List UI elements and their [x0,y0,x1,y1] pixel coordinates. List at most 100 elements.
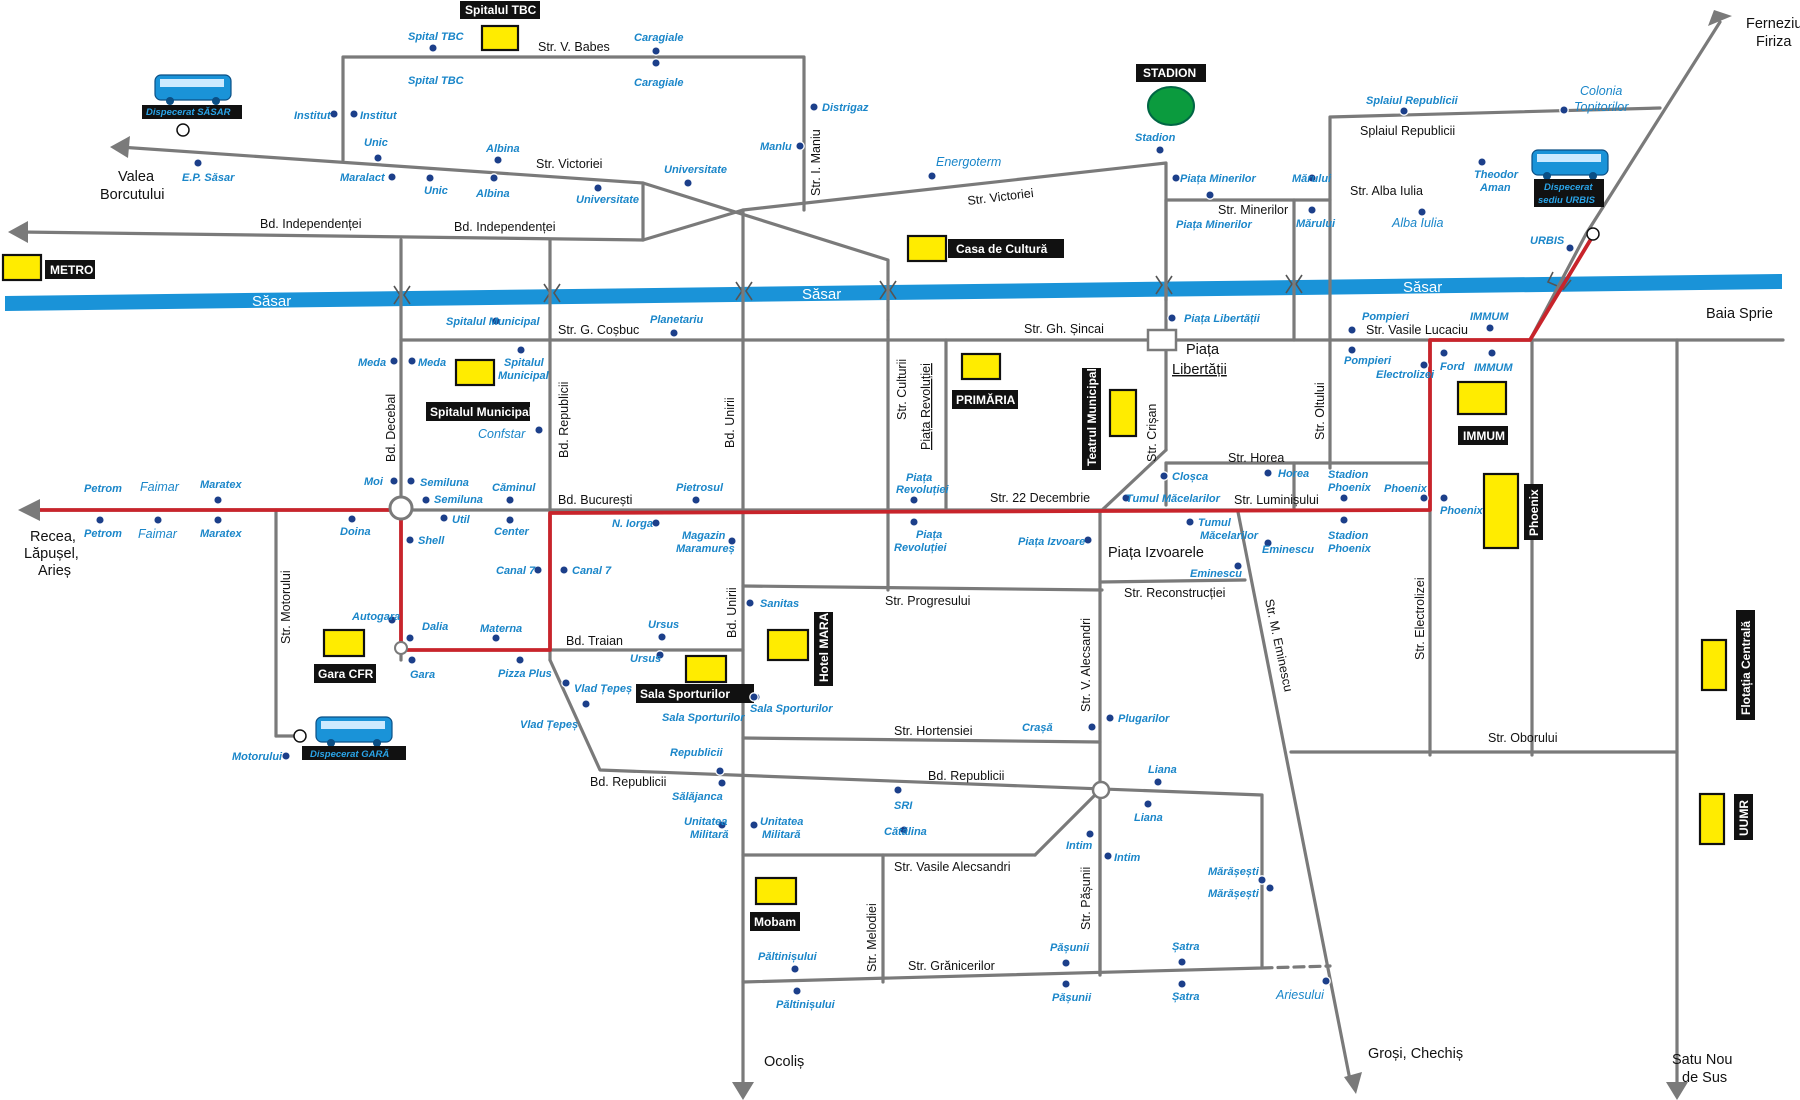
stop-label: Util [452,514,471,526]
stop-label: Materna [480,623,522,635]
street-label: Str. Hortensiei [894,724,973,738]
dispatcher-label: Dispecerat [1544,182,1593,193]
stop-label: Maratex [200,528,242,540]
river-sasar [5,274,1782,311]
dispatcher-label: Dispecerat GARĂ [310,748,389,760]
landmark-tag [948,239,1064,258]
landmark-tag [426,402,530,421]
stop-label: Institut [360,110,398,122]
street-label: Bd. Unirii [723,397,737,448]
street-label: Str. Motorului [279,570,293,644]
street-label: Bd. Traian [566,634,623,648]
landmark-label: Casa de Cultură [956,242,1048,256]
stop-label: Cătălina [884,826,927,838]
street-label: Str. Victoriei [967,186,1035,208]
street-label: Str. Vasile Alecsandri [894,860,1011,874]
stop-label: Mărului [1292,173,1332,185]
destination-label: Ocoliș [764,1054,804,1070]
landmark-box [322,628,366,658]
roundabout-icon [388,495,414,521]
stop-label: Phoenix [1328,482,1372,494]
stop-label: Semiluna [434,494,483,506]
street-label: Str. Gh. Șincai [1024,322,1104,336]
landmarks: Spitalul TBC STADION Casa de Cultură MET… [1,1,1755,931]
stop-label: Stadion [1328,469,1369,481]
street-label: Bd. Independenței [260,217,361,231]
landmark-tag [1458,426,1508,445]
landmark-tag [45,260,95,279]
landmark-box [684,654,728,684]
stop-label: Center [494,526,530,538]
landmark-label: Hotel MARA [817,612,831,682]
stop-label: Unic [424,185,448,197]
stop-label: Intim [1066,840,1092,852]
river-label: Săsar [252,293,291,310]
stop-label: Colonia [1580,84,1622,98]
stop-label: Caragiale [634,77,684,89]
stop-label: Maramureș [676,543,735,555]
stop-label: Vlad Țepeș [574,683,632,695]
stop-label: Șatra [1172,941,1200,953]
bus-route [35,233,1596,652]
street-label: Str. Electrolizei [1413,577,1427,660]
square-icon [1146,328,1178,352]
dispatcher-label: sediu URBIS [1538,195,1596,206]
stop-label: Aman [1479,182,1511,194]
street-label: Bd. Decebal [384,394,398,462]
depot-marker [176,123,190,137]
stop-label: Electrolizei [1376,369,1435,381]
stop-label: Maralact [340,172,386,184]
stop-label: Confstar [478,427,526,441]
stop-label: Sălăjanca [672,791,723,803]
stop-label: Doina [340,526,371,538]
stop-label: Revoluției [896,484,950,496]
landmark-box [1456,380,1508,416]
stop-label: URBIS [1530,235,1565,247]
stop-label: Canal 7 [496,565,536,577]
stop-label: Sala Sporturilor [750,703,833,715]
landmark-tag [952,390,1018,409]
stop-label: Liana [1134,812,1163,824]
stop-label: Piața [906,472,932,484]
stop-label: Ursus [648,619,679,631]
street-label: Bd. Unirii [725,587,739,638]
stop-label: Mărășești [1208,866,1260,878]
landmark-label: IMMUM [1463,429,1505,443]
stop-label: Universitate [664,164,727,176]
landmark-label: Sala Sporturilor [640,687,730,701]
destination-label: Satu Nou [1672,1052,1732,1068]
stop-label: Spital TBC [408,75,465,87]
stop-label: Unitatea [760,816,803,828]
stop-label: Pietrosul [676,482,724,494]
stop-label: Sala Sporturilor [662,712,745,724]
stadium-icon [1147,86,1195,126]
stop-label: Spitalul [504,357,545,369]
stop-label: Păltinișului [776,999,836,1011]
landmark-label: PRIMĂRIA [956,392,1016,407]
stop-label: Faimar [138,527,178,541]
landmark-box [1,253,43,282]
stop-label: Eminescu [1190,568,1242,580]
landmark-tag [1736,610,1755,720]
landmark-box [454,358,496,387]
landmark-label: STADION [1143,66,1196,80]
destination-label: Ferneziu [1746,16,1800,32]
landmark-tag [1734,794,1753,840]
stop-label: Magazin [682,530,726,542]
landmark-tag [1524,484,1543,540]
stop-label: Autogara [351,611,400,623]
stop-label: IMMUM [1470,311,1509,323]
street-label: Str. 22 Decembrie [990,491,1090,505]
destination-label: Arieș [38,563,71,579]
landmark-label: Phoenix [1527,489,1541,536]
street-label: Str. Horea [1228,451,1284,465]
stop-label: Alba Iulia [1391,216,1443,230]
landmark-box [480,24,520,52]
destination-label: Valea [118,169,155,185]
landmark-label: Teatrul Municipal [1085,368,1099,466]
stop-label: Pizza Plus [498,668,552,680]
stop-label: Shell [418,535,445,547]
direction-arrows [8,10,1732,1100]
stop-label: Pășunii [1050,942,1090,954]
landmark-label: Spitalul Municipal [430,405,532,419]
